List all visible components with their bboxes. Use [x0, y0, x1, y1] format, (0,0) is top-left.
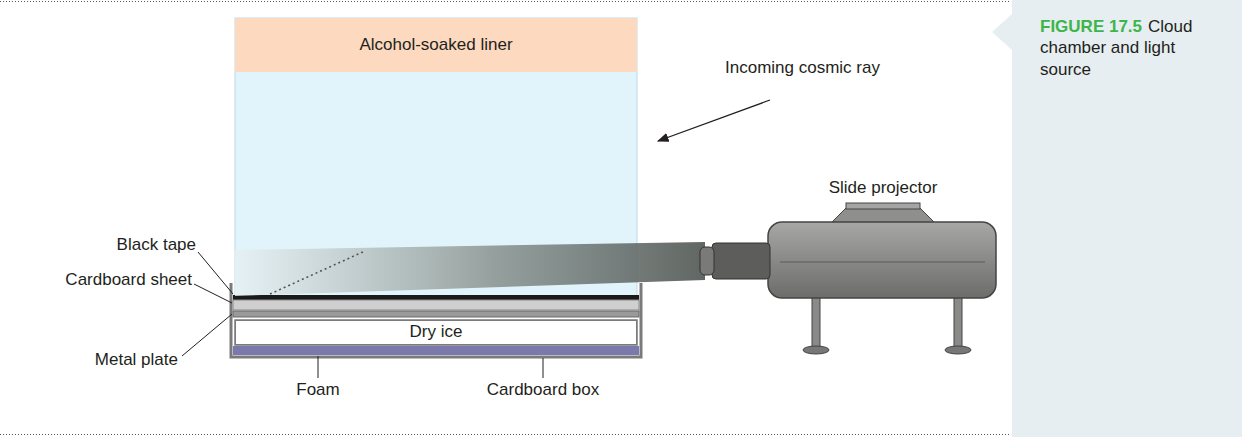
cosmic-ray-arrow	[658, 100, 770, 141]
foam	[233, 346, 639, 355]
cardboard-box	[231, 283, 641, 357]
metal-plate	[233, 311, 639, 317]
rule-line	[0, 1, 1010, 2]
part-label: Black tape	[117, 235, 196, 255]
caption-block: FIGURE 17.5Cloud chamber and light sourc…	[1040, 16, 1230, 80]
projector-label: Slide projector	[829, 178, 938, 198]
figure-number: FIGURE 17.5	[1040, 17, 1142, 36]
projector-leg	[954, 296, 962, 348]
projector-foot	[945, 346, 971, 354]
cosmic-ray-label: Incoming cosmic ray	[725, 58, 880, 78]
node-text: Alcohol-soaked liner	[359, 35, 512, 55]
light-beam	[235, 242, 705, 296]
leader-line	[194, 284, 232, 303]
leader-line	[543, 358, 544, 378]
liner-band: Alcohol-soaked liner	[235, 18, 637, 72]
projector-leg	[812, 296, 820, 348]
leader-line	[198, 252, 233, 294]
projector-lens	[712, 243, 770, 279]
projector-seam	[780, 262, 985, 263]
projector-body	[768, 222, 996, 298]
part-label: Metal plate	[95, 350, 178, 370]
projector-lens-tip	[700, 247, 714, 275]
panel-pointer	[992, 14, 1012, 50]
caption-panel	[1012, 0, 1242, 437]
part-label: Cardboard box	[487, 380, 599, 400]
node-text: Dry ice	[410, 322, 463, 342]
black-tape	[233, 295, 639, 300]
leader-line	[182, 314, 232, 356]
part-label: Cardboard sheet	[65, 270, 192, 290]
part-label: Foam	[296, 380, 339, 400]
particle-track	[270, 251, 365, 294]
dry-ice-block	[235, 320, 637, 345]
dry-ice-box: Dry ice	[235, 320, 637, 345]
leader-line	[318, 356, 319, 378]
rule-line	[0, 434, 1010, 435]
cardboard-sheet	[233, 300, 639, 310]
slide-projector	[700, 203, 996, 354]
projector-top	[846, 203, 920, 209]
projector-foot	[803, 346, 829, 354]
